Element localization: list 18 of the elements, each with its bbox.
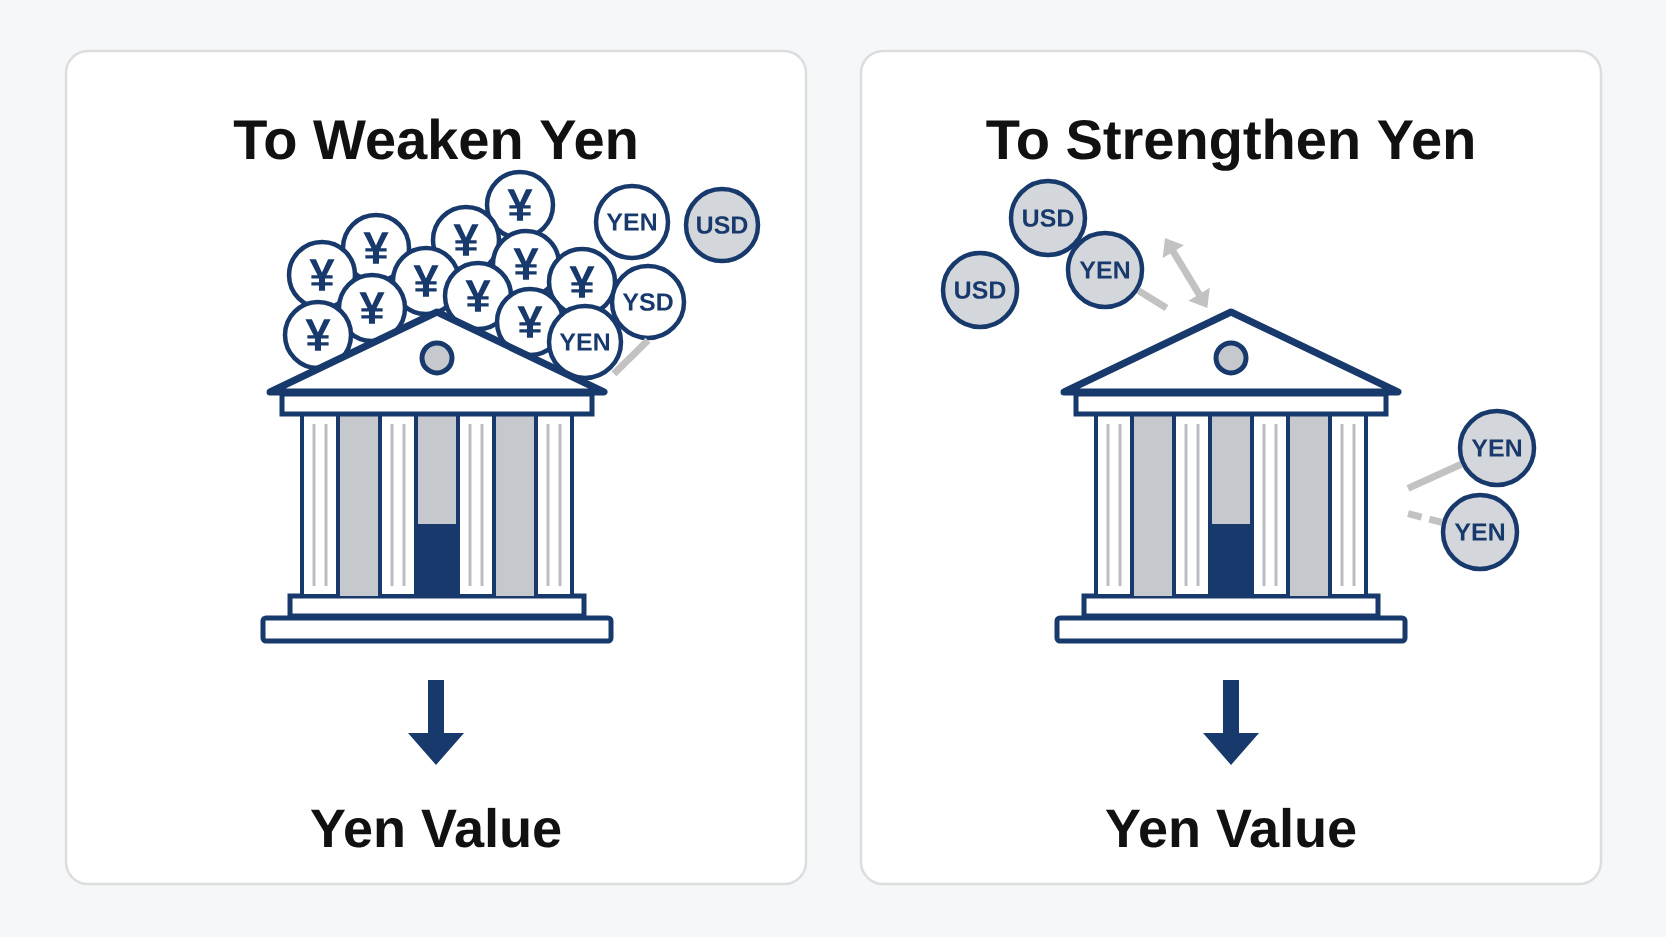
coin: YEN — [1457, 408, 1537, 488]
connector-line — [1136, 287, 1169, 311]
coin: YEN — [1440, 492, 1520, 572]
coin: USD — [940, 250, 1020, 330]
coin: YSD — [609, 263, 687, 341]
bank-building — [1054, 308, 1408, 644]
panel-label: Yen Value — [1105, 807, 1356, 848]
coin: YEN — [1065, 230, 1145, 310]
double-arrow — [1162, 238, 1210, 308]
connector-line — [1406, 461, 1463, 492]
coin: USD — [1008, 178, 1088, 258]
panel-title: To Weaken Yen — [233, 118, 636, 160]
connector-line — [611, 337, 651, 377]
coin: USD — [683, 186, 761, 264]
panel-label: Yen Value — [310, 807, 561, 848]
coin: YEN — [593, 183, 671, 261]
connector-line — [1407, 510, 1443, 526]
panel-title: To Strengthen Yen — [986, 118, 1473, 171]
